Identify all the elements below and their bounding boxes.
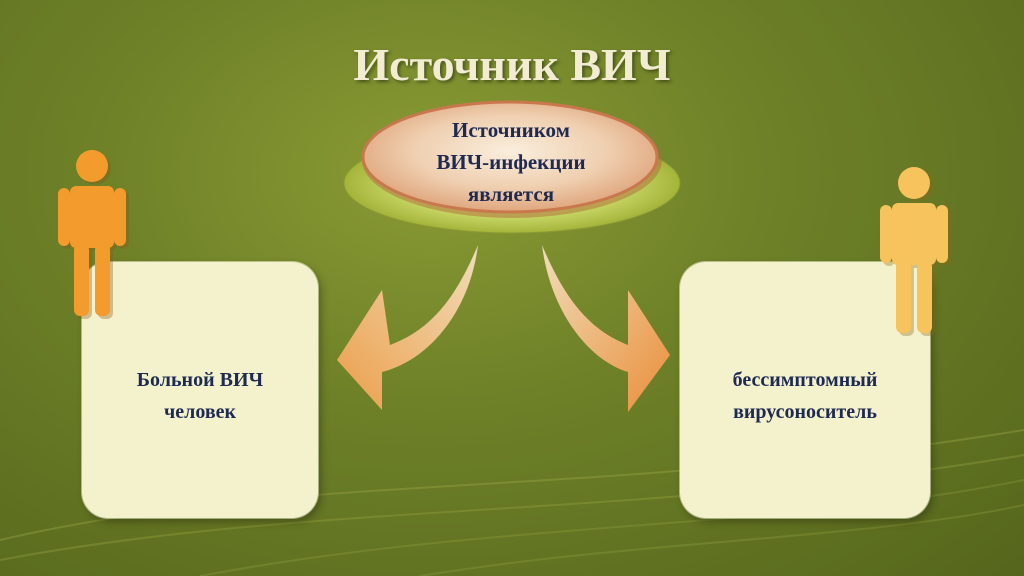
box-sick-person: Больной ВИЧ человек (82, 262, 318, 518)
center-label-line: является (467, 182, 555, 206)
person-icon-left (58, 150, 129, 319)
box-text-line: Больной ВИЧ (136, 369, 264, 391)
box-carrier: бессимптомный вирусоноситель (680, 262, 930, 518)
box-sick-person-text: Больной ВИЧ человек (82, 364, 318, 428)
arrow-right (542, 245, 670, 412)
slide-title: Источник ВИЧ (353, 39, 671, 90)
center-label-line: ВИЧ-инфекции (436, 150, 586, 174)
box-carrier-text: бессимптомный вирусоноситель (680, 364, 930, 428)
box-text-line: вирусоноситель (733, 401, 877, 423)
box-text-line: человек (163, 401, 237, 423)
arrow-left (337, 245, 478, 410)
center-label: Источником ВИЧ-инфекции является (405, 114, 617, 210)
person-icon-right (880, 167, 951, 336)
box-text-line: бессимптомный (732, 369, 878, 391)
center-label-line: Источником (452, 118, 570, 142)
